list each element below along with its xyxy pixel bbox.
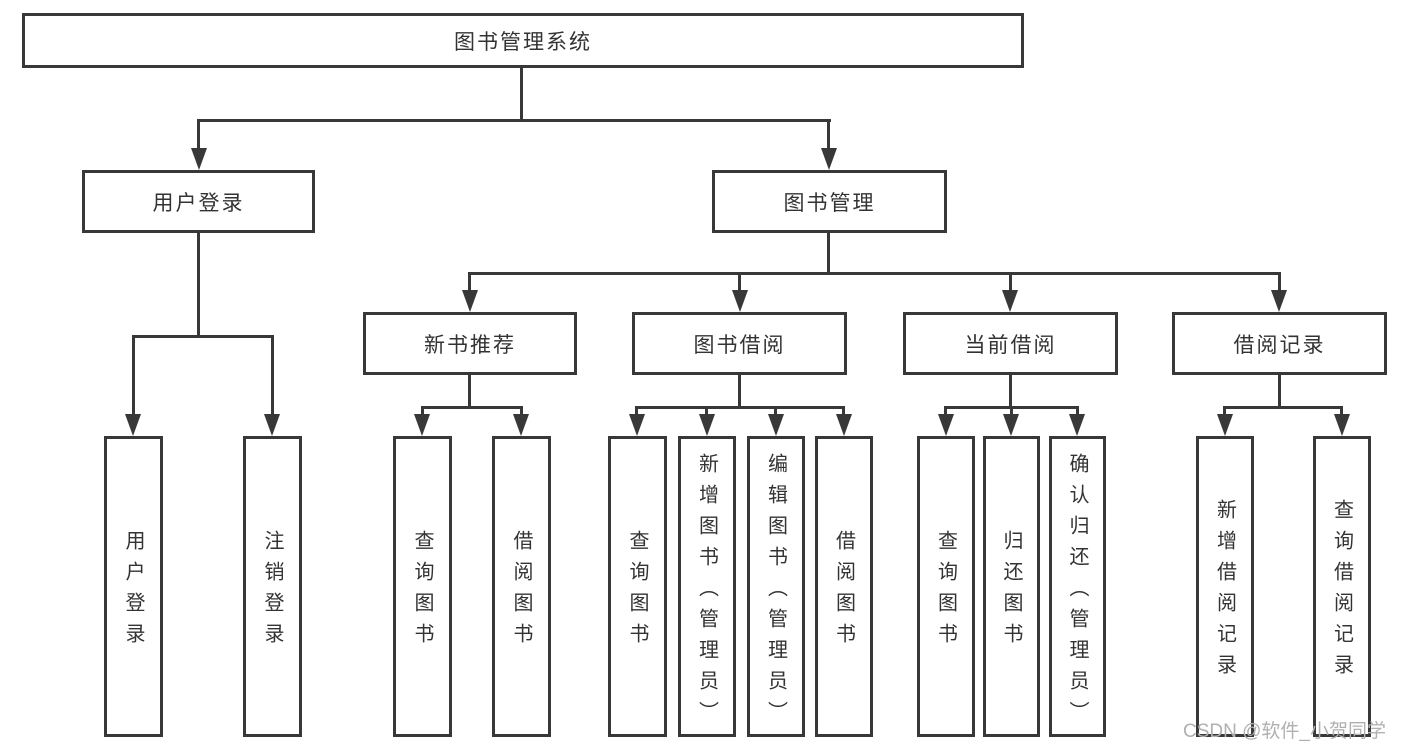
tree-connector-line xyxy=(468,375,471,409)
tree-connector-line xyxy=(1076,406,1079,416)
tree-connector-line xyxy=(421,406,424,416)
node-borrowing-records: 借阅记录 xyxy=(1172,312,1387,375)
arrowhead-down-icon xyxy=(462,290,478,312)
tree-connector-line xyxy=(1278,375,1281,409)
arrowhead-down-icon xyxy=(768,414,784,436)
leaf-logout-login: 注销登录 xyxy=(243,436,302,737)
leaf-borrow-books: 借阅图书 xyxy=(492,436,551,737)
arrowhead-down-icon xyxy=(938,414,954,436)
tree-connector-line xyxy=(132,335,273,338)
leaf-query-books: 查询图书 xyxy=(608,436,667,737)
tree-connector-line xyxy=(1278,272,1281,292)
arrowhead-down-icon xyxy=(264,414,280,436)
tree-connector-line xyxy=(197,119,831,122)
node-current-borrowing: 当前借阅 xyxy=(903,312,1118,375)
leaf-query-books: 查询图书 xyxy=(917,436,975,737)
tree-connector-line xyxy=(1340,406,1343,416)
tree-connector-line xyxy=(827,119,830,150)
csdn-watermark: CSDN @软件_小贺同学 xyxy=(1183,721,1386,742)
arrowhead-down-icon xyxy=(836,414,852,436)
tree-connector-line xyxy=(705,406,708,416)
arrowhead-down-icon xyxy=(1003,414,1019,436)
tree-connector-line xyxy=(738,272,741,292)
arrowhead-down-icon xyxy=(1217,414,1233,436)
arrowhead-down-icon xyxy=(1271,290,1287,312)
tree-connector-line xyxy=(520,68,523,119)
arrowhead-down-icon xyxy=(1002,290,1018,312)
leaf-add-book-admin: 新增图书（管理员） xyxy=(678,436,736,737)
tree-connector-line xyxy=(197,119,200,150)
leaf-borrow-books: 借阅图书 xyxy=(815,436,873,737)
arrowhead-down-icon xyxy=(821,148,837,170)
tree-connector-line xyxy=(1010,406,1013,416)
leaf-query-books: 查询图书 xyxy=(393,436,452,737)
tree-connector-line xyxy=(271,335,274,418)
tree-connector-line xyxy=(827,233,830,274)
tree-connector-line xyxy=(1223,406,1343,409)
leaf-edit-book-admin: 编辑图书（管理员） xyxy=(747,436,805,737)
tree-connector-line xyxy=(197,233,200,335)
tree-connector-line xyxy=(635,406,845,409)
tree-connector-line xyxy=(1009,272,1012,292)
node-root: 图书管理系统 xyxy=(22,13,1024,68)
arrowhead-down-icon xyxy=(191,148,207,170)
leaf-user-login: 用户登录 xyxy=(104,436,163,737)
tree-connector-line xyxy=(1223,406,1226,416)
tree-connector-line xyxy=(944,406,947,416)
tree-connector-line xyxy=(468,272,471,292)
node-user-login: 用户登录 xyxy=(82,170,315,233)
tree-connector-line xyxy=(1009,375,1012,409)
tree-connector-line xyxy=(774,406,777,416)
leaf-return-books: 归还图书 xyxy=(983,436,1040,737)
node-new-book-recommend: 新书推荐 xyxy=(363,312,577,375)
arrowhead-down-icon xyxy=(414,414,430,436)
tree-connector-line xyxy=(635,406,638,416)
tree-connector-line xyxy=(842,406,845,416)
tree-connector-line xyxy=(468,272,1281,275)
leaf-add-borrow-record: 新增借阅记录 xyxy=(1196,436,1254,737)
node-book-borrowing: 图书借阅 xyxy=(632,312,847,375)
node-book-management: 图书管理 xyxy=(712,170,947,233)
tree-connector-line xyxy=(132,335,135,418)
arrowhead-down-icon xyxy=(125,414,141,436)
tree-connector-line xyxy=(738,375,741,409)
arrowhead-down-icon xyxy=(629,414,645,436)
arrowhead-down-icon xyxy=(1069,414,1085,436)
leaf-query-borrow-record: 查询借阅记录 xyxy=(1313,436,1371,737)
arrowhead-down-icon xyxy=(1334,414,1350,436)
arrowhead-down-icon xyxy=(699,414,715,436)
tree-connector-line xyxy=(520,406,523,416)
tree-connector-line xyxy=(421,406,523,409)
arrowhead-down-icon xyxy=(732,290,748,312)
leaf-confirm-return-admin: 确认归还（管理员） xyxy=(1049,436,1106,737)
arrowhead-down-icon xyxy=(513,414,529,436)
